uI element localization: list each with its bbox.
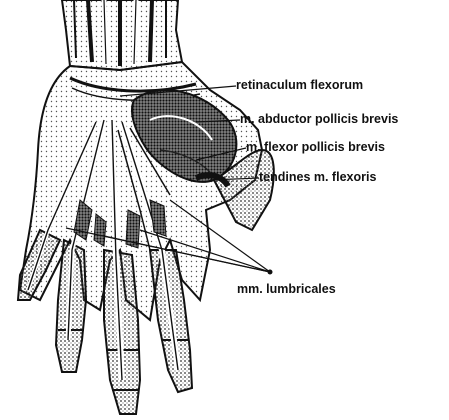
label-tendines-flexoris: tendines m. flexoris <box>259 171 376 184</box>
label-lumbricales: mm. lumbricales <box>237 283 336 296</box>
label-flexor-pollicis-brevis: m. flexor pollicis brevis <box>246 141 385 154</box>
label-abductor-pollicis-brevis: m. abductor pollicis brevis <box>240 113 398 126</box>
forearm <box>62 0 182 70</box>
label-retinaculum-flexorum: retinaculum flexorum <box>236 79 363 92</box>
leader-convergence-dot <box>268 270 273 275</box>
